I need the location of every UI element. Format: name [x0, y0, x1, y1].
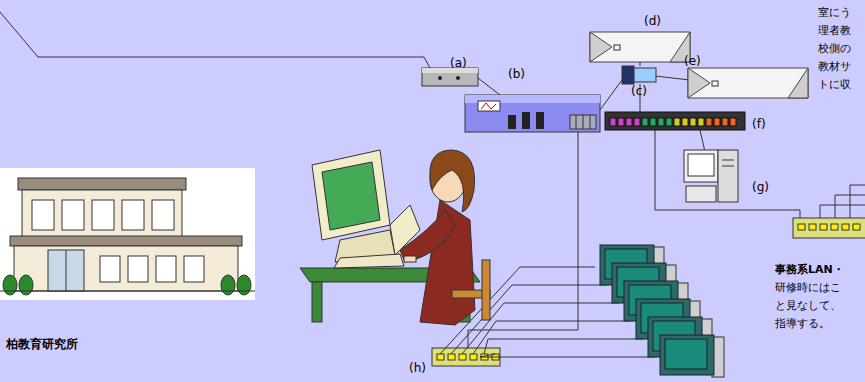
- hub-port: [730, 118, 736, 126]
- hub-port: [690, 118, 696, 126]
- callout-letter: (b): [508, 67, 525, 81]
- hub-port: [642, 118, 648, 126]
- note-text: トに収: [818, 78, 851, 91]
- note-text: 室にう: [818, 6, 851, 19]
- building-illustration: [0, 168, 255, 300]
- monitor-screen: [665, 339, 707, 369]
- hub-port: [798, 224, 805, 230]
- hub-port: [706, 118, 712, 126]
- hub-port: [682, 118, 688, 126]
- lan-cable: [480, 354, 655, 357]
- hub-port: [820, 224, 827, 230]
- hub-port: [658, 118, 664, 126]
- callout-letter: (d): [644, 14, 661, 28]
- server-device: [590, 32, 690, 62]
- note-text: と見なして、: [775, 299, 841, 312]
- note-text: 校側の: [818, 42, 851, 55]
- monitor: [660, 335, 714, 375]
- note-text: 指導する。: [775, 317, 830, 330]
- hub-port: [809, 224, 816, 230]
- hub-port: [666, 118, 672, 126]
- hub-port: [831, 224, 838, 230]
- callout-letter: (f): [752, 117, 766, 131]
- hub-port: [674, 118, 680, 126]
- hub-port: [618, 118, 624, 126]
- building-name: 柏教育研究所: [6, 337, 78, 351]
- callout-letter: (e): [684, 54, 701, 68]
- network-wires: [0, 12, 865, 348]
- hub-port: [626, 118, 632, 126]
- hub-port: [470, 354, 477, 360]
- lan-cable: [451, 285, 607, 354]
- note-text: 教材サ: [818, 60, 851, 73]
- hub: [793, 218, 865, 238]
- callout-letter: (c): [631, 84, 647, 98]
- hub-port: [634, 118, 640, 126]
- hub-port: [459, 354, 466, 360]
- hub-port: [698, 118, 704, 126]
- server-device: [688, 68, 808, 98]
- hub-port: [437, 354, 444, 360]
- converter-device: [622, 66, 656, 84]
- callout-letter: (a): [450, 56, 467, 70]
- callout-letter: (h): [409, 361, 426, 375]
- hub-port: [714, 118, 720, 126]
- hub-port: [650, 118, 656, 126]
- hub-port: [853, 224, 860, 230]
- lan-cable: [473, 321, 631, 354]
- hub-port: [722, 118, 728, 126]
- callout-letter: (g): [752, 180, 769, 194]
- modem-device: [422, 68, 478, 86]
- lan-cable: [484, 339, 643, 354]
- hub-port: [448, 354, 455, 360]
- switching-hub: [605, 112, 745, 130]
- person-at-computer: [300, 150, 490, 325]
- note-text: 研修時にはこ: [775, 281, 841, 294]
- hub-port: [610, 118, 616, 126]
- router-device: [465, 95, 600, 132]
- client-computers: [440, 245, 724, 377]
- server-pc: [684, 150, 738, 202]
- note-text: 事務系LAN・: [775, 263, 844, 276]
- hub-port: [842, 224, 849, 230]
- note-text: 理者教: [818, 24, 851, 37]
